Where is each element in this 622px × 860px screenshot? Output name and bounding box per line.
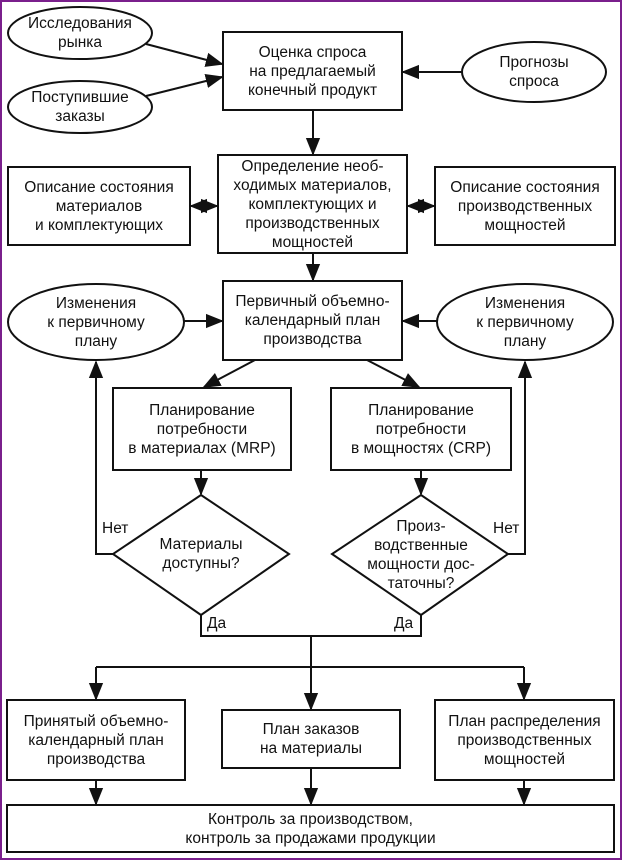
- node-requirements: Определение необ- ходимых материалов, ко…: [233, 157, 392, 251]
- edge-label-yes-left: Да: [207, 615, 227, 632]
- edge-no-right: [508, 360, 533, 555]
- edge-primary-to-mrp: [202, 359, 256, 388]
- node-changes-right: Изменения к первичному плану: [476, 294, 574, 350]
- node-demand-forecasts: Прогнозы спроса: [499, 54, 569, 90]
- edge-label-no-left: Нет: [102, 520, 129, 537]
- edge-label-yes-right: Да: [394, 615, 414, 632]
- node-capacity-state: Описание состояния производственных мощн…: [450, 178, 600, 234]
- node-market-research-shape: [7, 6, 153, 60]
- node-market-research: Исследования рынка: [28, 15, 132, 51]
- node-received-orders: Поступившие заказы: [31, 89, 129, 125]
- node-mrp: Планирование потребности в материалах (M…: [128, 401, 276, 457]
- node-received-orders-shape: [7, 80, 153, 134]
- node-demand-estimate: Оценка спроса на предлагаемый конечный п…: [247, 43, 378, 99]
- node-accepted-plan: Принятый объемно- календарный план произ…: [23, 712, 169, 768]
- node-material-orders: План заказов на материалы: [259, 721, 363, 757]
- node-crp: Планирование потребности в мощностях (CR…: [350, 401, 492, 457]
- node-materials-available: Материалы доступны?: [159, 536, 243, 572]
- edge-primary-to-crp: [366, 359, 421, 388]
- edge-no-left: [88, 360, 113, 555]
- node-changes-left: Изменения к первичному плану: [47, 294, 145, 350]
- edge-label-no-right: Нет: [493, 520, 520, 537]
- edge-market-research-to-estimate: [145, 43, 224, 67]
- edge-yes-merge: [200, 615, 422, 637]
- edge-orders-to-estimate: [145, 73, 224, 97]
- node-materials-state: Описание состояния материалов и комплект…: [24, 178, 174, 234]
- node-capacity-sufficient: Произ- водственные мощности дос- таточны…: [367, 518, 475, 592]
- node-capacity-plan: План распределения производственных мощн…: [448, 712, 601, 768]
- node-primary-plan: Первичный объемно- календарный план прои…: [235, 293, 390, 348]
- node-control: Контроль за производством, контроль за п…: [185, 810, 436, 847]
